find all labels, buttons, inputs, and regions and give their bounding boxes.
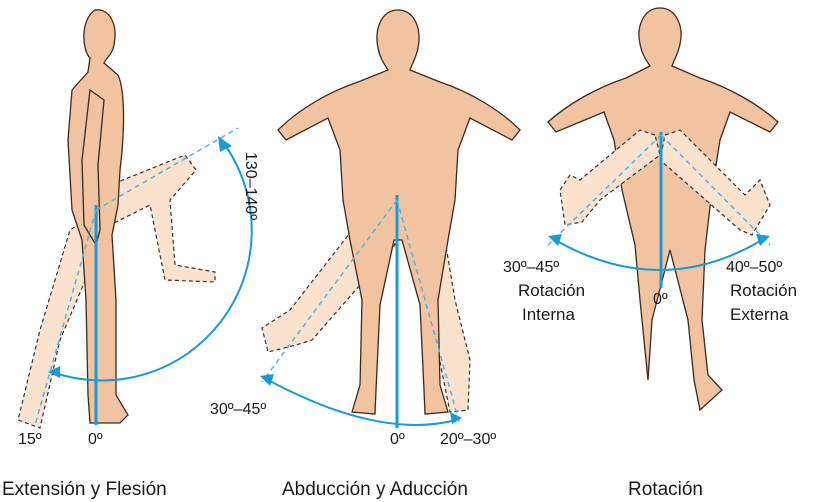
arc-arrowhead-left	[260, 374, 274, 386]
label-internal-rotation-line2: Interna	[522, 305, 575, 324]
figure-rotation: 30º–45º Rotación Interna 0º 40º–50º Rota…	[503, 8, 797, 500]
label-zero-deg: 0º	[653, 291, 668, 308]
label-external-rotation-line2: Externa	[730, 305, 789, 324]
label-zero-deg: 0º	[88, 431, 103, 448]
label-zero-deg: 0º	[390, 431, 405, 448]
arc-arrowhead-left	[548, 234, 562, 246]
label-external-rotation-line1: Rotación	[730, 281, 797, 300]
caption-abduction-adduction: Abducción y Aducción	[282, 479, 468, 500]
label-abduction-range: 30º–45º	[210, 401, 266, 418]
label-internal-rotation-range: 30º–45º	[503, 259, 559, 276]
figure-abduction-adduction: 30º–45º 0º 20º–30º Abducción y Aducción	[210, 10, 520, 500]
arc-arrowhead-right	[450, 412, 462, 424]
figure-flexion-extension: 15º 0º 130–140º Extensión y Flesión	[2, 10, 259, 500]
caption-flexion-extension: Extensión y Flesión	[2, 479, 167, 500]
label-extension-15: 15º	[18, 431, 42, 448]
arc-arrowhead-right	[756, 234, 770, 246]
label-external-rotation-range: 40º–50º	[726, 259, 782, 276]
body-front-view	[278, 10, 520, 414]
label-internal-rotation-line1: Rotación	[518, 281, 585, 300]
label-adduction-range: 20º–30º	[440, 431, 496, 448]
caption-rotation: Rotación	[628, 479, 703, 500]
label-flexion-range: 130–140º	[242, 152, 259, 220]
arc-arrowhead-top	[218, 136, 232, 152]
